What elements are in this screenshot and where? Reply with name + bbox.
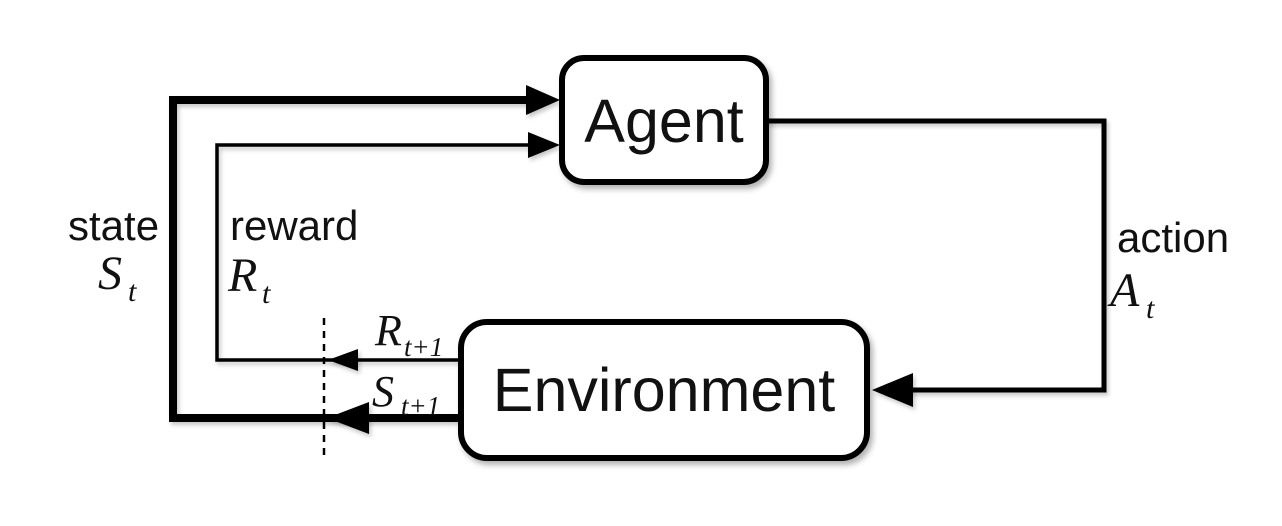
reward-arrowhead-agent — [528, 132, 560, 158]
next-state-symbol: S — [372, 367, 394, 416]
environment-label: Environment — [493, 356, 835, 424]
action-label: action — [1117, 214, 1229, 261]
state-symbol-sub: t — [128, 275, 137, 308]
action-arrowhead — [872, 373, 913, 407]
state-label: state — [68, 202, 159, 249]
reward-symbol: R — [227, 249, 257, 302]
next-reward-symbol: R — [374, 306, 402, 355]
action-arrow — [766, 118, 1107, 393]
next-state-symbol-sub: t+1 — [401, 391, 440, 421]
agent-label: Agent — [584, 87, 743, 155]
action-symbol: A — [1107, 264, 1140, 317]
state-arrowhead-boundary — [327, 402, 369, 434]
state-symbol: S — [98, 247, 122, 300]
state-arrowhead-agent — [526, 85, 560, 115]
action-symbol-sub: t — [1146, 292, 1155, 325]
state-arrow — [169, 96, 538, 422]
agent-node — [559, 55, 769, 185]
reward-label: reward — [230, 202, 358, 249]
environment-node — [458, 319, 870, 461]
reward-arrowhead-boundary — [328, 349, 358, 371]
reward-symbol-sub: t — [262, 277, 271, 310]
next-reward-symbol-sub: t+1 — [404, 332, 443, 362]
